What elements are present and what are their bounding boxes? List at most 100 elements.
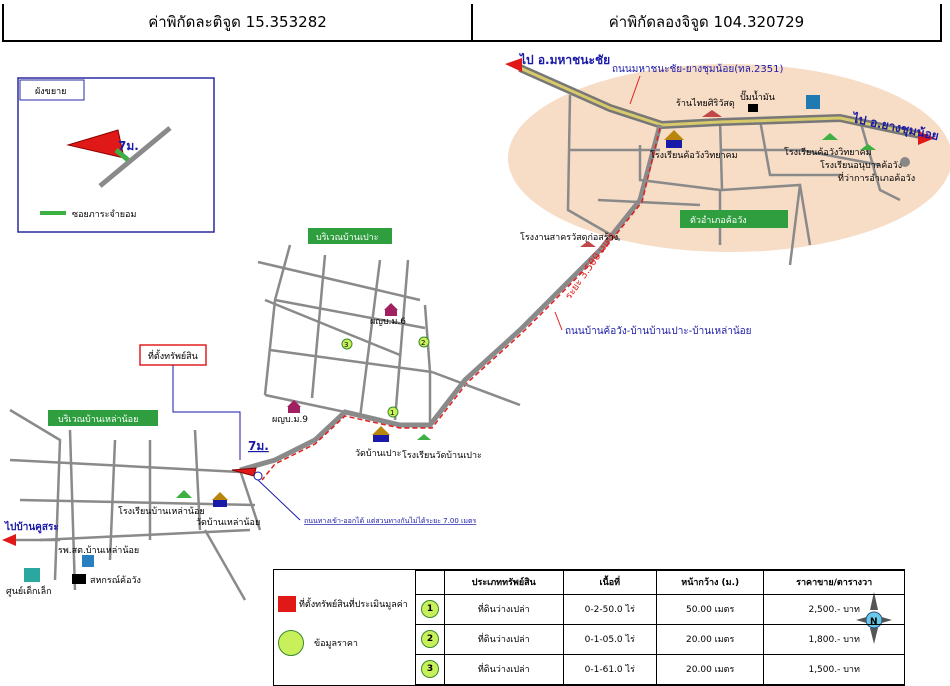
svg-text:1: 1 bbox=[390, 409, 394, 417]
area-label-khowang-text: ตัวอำเภอค้อวัง bbox=[690, 215, 747, 226]
property-point bbox=[253, 471, 263, 481]
inset-title: ผังขยาย bbox=[35, 87, 66, 97]
arrow-mahachana bbox=[505, 58, 522, 72]
price-table: ประเภททรัพย์สิน เนื้อที่ หน้ากว้าง (ม.) … bbox=[415, 570, 905, 686]
label-highway: ถนนมหาชนะชัย-ยางชุมน้อย(ทล.2351) bbox=[612, 63, 783, 75]
row-price: 1,800.- บาท bbox=[763, 623, 905, 655]
legend-price-swatch bbox=[278, 630, 304, 656]
inset-property bbox=[66, 129, 125, 159]
label-main-road: ถนนบ้านค้อวัง-บ้านบ้านเปาะ-บ้านเหล่าน้อย bbox=[565, 325, 752, 337]
place-childcare: ศูนย์เด็กเล็ก bbox=[6, 568, 52, 597]
place-shop: ร้านไทยศิริวัสดุ bbox=[676, 98, 735, 117]
town-roads bbox=[566, 94, 901, 266]
price-marker-2: 2 bbox=[418, 336, 430, 348]
row-number: 2 bbox=[421, 630, 439, 649]
place-warehouse: โรงงานสาครวัสดุก่อสร้าง bbox=[520, 232, 618, 247]
latitude-label: ค่าพิกัดละติจูด 15.353282 bbox=[148, 13, 327, 31]
label-access-note: ถนนทางเข้า-ออกได้ แต่สวนทางกันไม่ได้ระยะ… bbox=[304, 516, 477, 525]
label-school-banpao: โรงเรียนวัดบ้านเปาะ bbox=[402, 450, 482, 461]
row-width: 20.00 เมตร bbox=[656, 653, 765, 686]
table-row: 1 ที่ดินว่างเปล่า 0-2-50.0 ไร่ 50.00 เมต… bbox=[415, 593, 905, 625]
place-hospital: รพ.สต.บ้านเหล่าน้อย bbox=[58, 545, 139, 567]
row-price: 2,500.- บาท bbox=[763, 593, 905, 625]
label-to-khusra: ไปบ้านคูสระ bbox=[4, 520, 59, 534]
price-marker-1: 1 bbox=[387, 406, 399, 418]
label-gas: ปั๊มน้ำมัน bbox=[740, 90, 775, 103]
longitude-label: ค่าพิกัดลองจิจูด 104.320729 bbox=[471, 4, 940, 40]
inset-legend-text: ซอยภาระจำยอม bbox=[72, 209, 136, 220]
row-width: 50.00 เมตร bbox=[656, 593, 765, 625]
row-area: 0-1-05.0 ไร่ bbox=[562, 623, 658, 655]
row-area: 0-2-50.0 ไร่ bbox=[562, 593, 658, 625]
label-school-khowang2: โรงเรียนค้อวังวิทยาคม bbox=[784, 147, 872, 158]
area-label-banpao bbox=[308, 228, 392, 244]
highway-pointer bbox=[629, 75, 641, 105]
row-price: 1,500.- บาท bbox=[763, 653, 905, 686]
area-label-laonoi-text: บริเวณบ้านเหล่าน้อย bbox=[58, 414, 138, 425]
header-type: ประเภททรัพย์สิน bbox=[444, 570, 564, 595]
place-school-khowang: โรงเรียนค้อวังวิทยาคม bbox=[650, 130, 738, 161]
label-village-head9: ผญบ.ม.9 bbox=[272, 415, 308, 425]
area-label-banpao-text: บริเวณบ้านเปาะ bbox=[316, 232, 379, 243]
inset-title-box bbox=[19, 79, 85, 101]
access-pointer bbox=[257, 479, 301, 521]
label-wat-laonoi: วัดบ้านเหล่าน้อย bbox=[196, 517, 260, 528]
legend-price-text: ข้อมูลราคา bbox=[314, 639, 358, 649]
place-village-head9: ผญบ.ม.9 bbox=[272, 400, 308, 425]
banpao-roads bbox=[257, 244, 521, 425]
property-label: ที่ตั้งทรัพย์สิน bbox=[148, 349, 198, 362]
label-district-office: ที่ว่าการอำเภอค้อวัง bbox=[838, 171, 915, 184]
label-wat-banpao: วัดบ้านเปาะ bbox=[355, 448, 402, 459]
price-table-header: ประเภททรัพย์สิน เนื้อที่ หน้ากว้าง (ม.) … bbox=[415, 570, 905, 595]
row-number: 3 bbox=[421, 660, 439, 679]
place-district-office: ที่ว่าการอำเภอค้อวัง bbox=[838, 157, 915, 184]
place-school-banpao: โรงเรียนวัดบ้านเปาะ bbox=[402, 434, 482, 461]
laonoi-roads bbox=[9, 408, 262, 601]
arrow-khusra bbox=[2, 534, 16, 546]
label-childcare: ศูนย์เด็กเล็ก bbox=[6, 584, 52, 597]
header-price: ราคาขาย/ตารางวา bbox=[763, 570, 905, 595]
highway-center bbox=[519, 66, 921, 137]
label-kindergarten: โรงเรียนอนุบาลค้อวัง bbox=[820, 160, 902, 171]
svg-text:2: 2 bbox=[421, 339, 425, 347]
row-area: 0-1-61.0 ไร่ bbox=[562, 653, 658, 686]
row-type: ที่ดินว่างเปล่า bbox=[444, 593, 564, 625]
coordinate-header: ค่าพิกัดละติจูด 15.353282 ค่าพิกัดลองจิจ… bbox=[2, 4, 942, 42]
header-width: หน้ากว้าง (ม.) bbox=[656, 570, 765, 595]
arrow-yangchum bbox=[918, 131, 935, 145]
place-wat-laonoi: วัดบ้านเหล่าน้อย bbox=[196, 492, 260, 528]
label-school-khowang: โรงเรียนค้อวังวิทยาคม bbox=[650, 150, 738, 161]
label-to-mahachana: ไป อ.มหาชนะชัย bbox=[518, 52, 610, 67]
main-road bbox=[239, 124, 663, 473]
row-type: ที่ดินว่างเปล่า bbox=[444, 653, 564, 686]
label-coop: สหกรณ์ค้อวัง bbox=[90, 574, 141, 586]
table-row: 3 ที่ดินว่างเปล่า 0-1-61.0 ไร่ 20.00 เมต… bbox=[415, 653, 905, 686]
inset-width-label: 7ม. bbox=[118, 139, 139, 153]
row-number: 1 bbox=[421, 600, 439, 619]
label-width: 7ม. bbox=[248, 439, 269, 453]
legend-property-swatch bbox=[278, 596, 296, 612]
property-pointer bbox=[172, 365, 241, 460]
area-label-laonoi bbox=[48, 410, 158, 426]
legend-price-row: ข้อมูลราคา bbox=[278, 630, 358, 656]
label-warehouse: โรงงานสาครวัสดุก่อสร้าง bbox=[520, 232, 618, 243]
header-area: เนื้อที่ bbox=[562, 570, 658, 595]
label-hospital: รพ.สต.บ้านเหล่าน้อย bbox=[58, 545, 139, 556]
inset-road bbox=[98, 126, 172, 188]
table-row: 2 ที่ดินว่างเปล่า 0-1-05.0 ไร่ 20.00 เมต… bbox=[415, 623, 905, 655]
place-coop: สหกรณ์ค้อวัง bbox=[72, 574, 141, 586]
place-school-laonoi: โรงเรียนบ้านเหล่าน้อย bbox=[118, 490, 205, 517]
place-village-head6: ผญบ.ม.6 bbox=[370, 303, 406, 327]
label-shop: ร้านไทยศิริวัสดุ bbox=[676, 98, 735, 109]
place-gas: ปั๊มน้ำมัน bbox=[740, 90, 820, 112]
place-school-khowang2: โรงเรียนค้อวังวิทยาคม bbox=[784, 133, 872, 158]
legend-property-row: ที่ตั้งทรัพย์สินที่ประเมินมูลค่า bbox=[278, 596, 408, 612]
label-village-head6: ผญบ.ม.6 bbox=[370, 317, 406, 327]
row-width: 20.00 เมตร bbox=[656, 623, 765, 655]
property-marker bbox=[231, 467, 257, 477]
area-label-khowang bbox=[680, 210, 788, 228]
legend-property-text: ที่ตั้งทรัพย์สินที่ประเมินมูลค่า bbox=[299, 600, 408, 610]
svg-text:3: 3 bbox=[344, 341, 348, 349]
inset-easement bbox=[114, 148, 130, 162]
label-school-laonoi: โรงเรียนบ้านเหล่าน้อย bbox=[118, 506, 205, 517]
